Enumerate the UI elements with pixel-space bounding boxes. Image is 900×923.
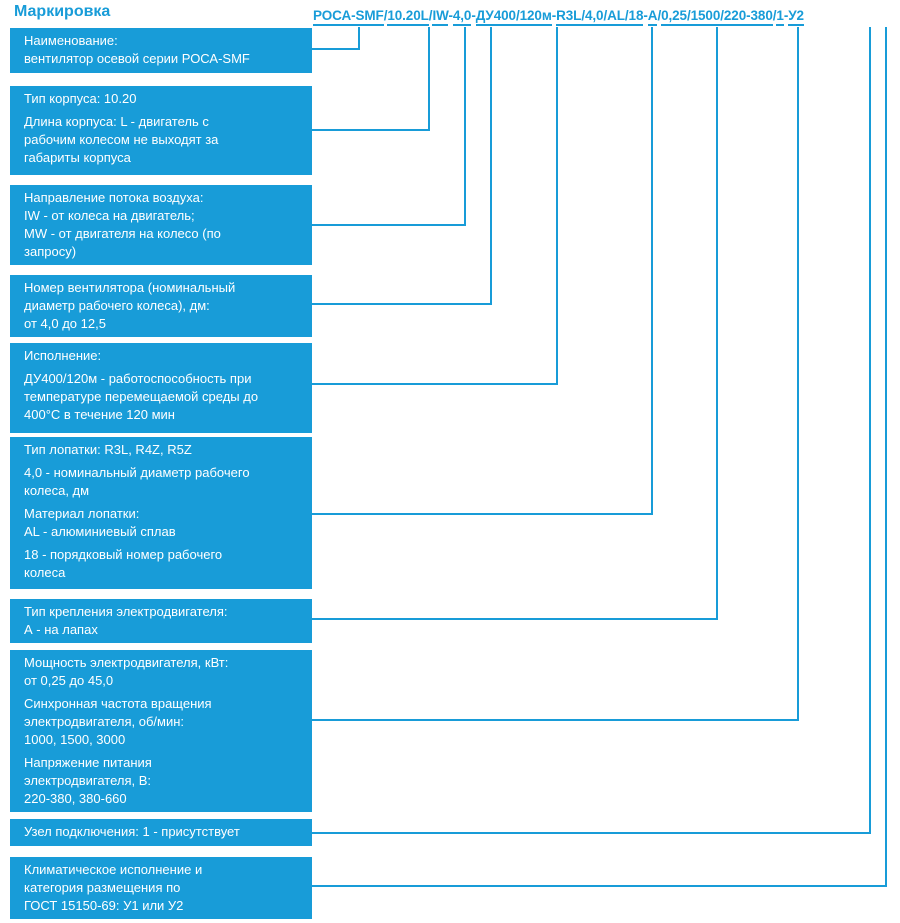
code-segment-size: 4,0 xyxy=(452,8,471,26)
connector-line-connection xyxy=(312,27,871,834)
connector-line-size xyxy=(312,27,492,305)
code-segment-execution: ДУ400/120м xyxy=(475,8,552,26)
box-blade-type: Тип лопатки: R3L, R4Z, R5Z 4,0 - номинал… xyxy=(10,437,312,589)
connector-line-climatic xyxy=(312,27,887,887)
label-text: Тип лопатки: R3L, R4Z, R5Z xyxy=(24,442,192,457)
code-separator: / xyxy=(428,8,433,23)
code-separator: / xyxy=(657,8,662,23)
label-text: Климатическое исполнение и категория раз… xyxy=(24,862,203,913)
label-text: Направление потока воздуха: IW - от коле… xyxy=(24,190,221,259)
box-housing-type: Тип корпуса: 10.20 Длина корпуса: L - дв… xyxy=(10,86,312,175)
code-segment-power: 0,25/1500/220-380 xyxy=(661,8,773,26)
code-segment-airflow: IW xyxy=(432,8,449,26)
connector-line-housing xyxy=(312,27,430,131)
connector-line-execution xyxy=(312,27,558,385)
connector-line-series xyxy=(312,27,360,50)
box-motor-mounting: Тип крепления электродвигателя: А - на л… xyxy=(10,599,312,643)
label-text: ДУ400/120м - работоспособность при темпе… xyxy=(24,371,259,422)
code-separator: / xyxy=(772,8,777,23)
label-text: Тип крепления электродвигателя: А - на л… xyxy=(24,604,228,637)
code-separator: / xyxy=(383,8,388,23)
box-airflow-direction: Направление потока воздуха: IW - от коле… xyxy=(10,185,312,265)
label-text: Напряжение питания электродвигателя, В: … xyxy=(24,755,152,806)
code-segment-housing: 10.20L xyxy=(387,8,429,26)
box-climatic: Климатическое исполнение и категория раз… xyxy=(10,857,312,919)
page-title: Маркировка xyxy=(14,3,111,20)
code-segment-mounting: А xyxy=(647,8,658,26)
label-text: Материал лопатки: AL - алюминиевый сплав xyxy=(24,506,176,539)
label-text: Мощность электродвигателя, кВт: от 0,25 … xyxy=(24,655,229,688)
label-text: 18 - порядковый номер рабочего колеса xyxy=(24,547,223,580)
code-separator: - xyxy=(448,8,453,23)
connector-line-airflow xyxy=(312,27,466,226)
connector-line-mounting xyxy=(312,27,718,620)
label-text: Тип корпуса: 10.20 xyxy=(24,91,137,106)
code-separator: - xyxy=(783,8,789,23)
box-connection-unit: Узел подключения: 1 - присутствует xyxy=(10,819,312,846)
box-fan-number: Номер вентилятора (номинальный диаметр р… xyxy=(10,275,312,337)
label-text: Исполнение: xyxy=(24,348,102,363)
code-segment-connection: 1 xyxy=(776,8,784,26)
code-separator: - xyxy=(551,8,557,23)
code-segment-blade: R3L/4,0/AL/18 xyxy=(556,8,643,26)
box-motor-power: Мощность электродвигателя, кВт: от 0,25 … xyxy=(10,650,312,812)
code-separator: - xyxy=(643,8,648,23)
label-text: Номер вентилятора (номинальный диаметр р… xyxy=(24,280,236,331)
code-separator: - xyxy=(471,8,476,23)
box-execution: Исполнение: ДУ400/120м - работоспособнос… xyxy=(10,343,312,433)
label-text: Наименование: вентилятор осевой серии РО… xyxy=(24,33,250,66)
connector-line-blade xyxy=(312,27,653,515)
label-text: Узел подключения: 1 - присутствует xyxy=(24,824,240,839)
label-text: Синхронная частота вращения электродвига… xyxy=(24,696,212,747)
box-name: Наименование: вентилятор осевой серии РО… xyxy=(10,28,312,73)
marking-code: РОСА-SMF/10.20L/IW-4,0-ДУ400/120м-R3L/4,… xyxy=(313,8,804,26)
label-text: 4,0 - номинальный диаметр рабочего колес… xyxy=(24,465,250,498)
code-segment-climatic: У2 xyxy=(788,8,804,26)
connector-line-power xyxy=(312,27,799,721)
code-segment-series: РОСА-SMF xyxy=(313,8,384,26)
label-text: Длина корпуса: L - двигатель с рабочим к… xyxy=(24,114,219,165)
